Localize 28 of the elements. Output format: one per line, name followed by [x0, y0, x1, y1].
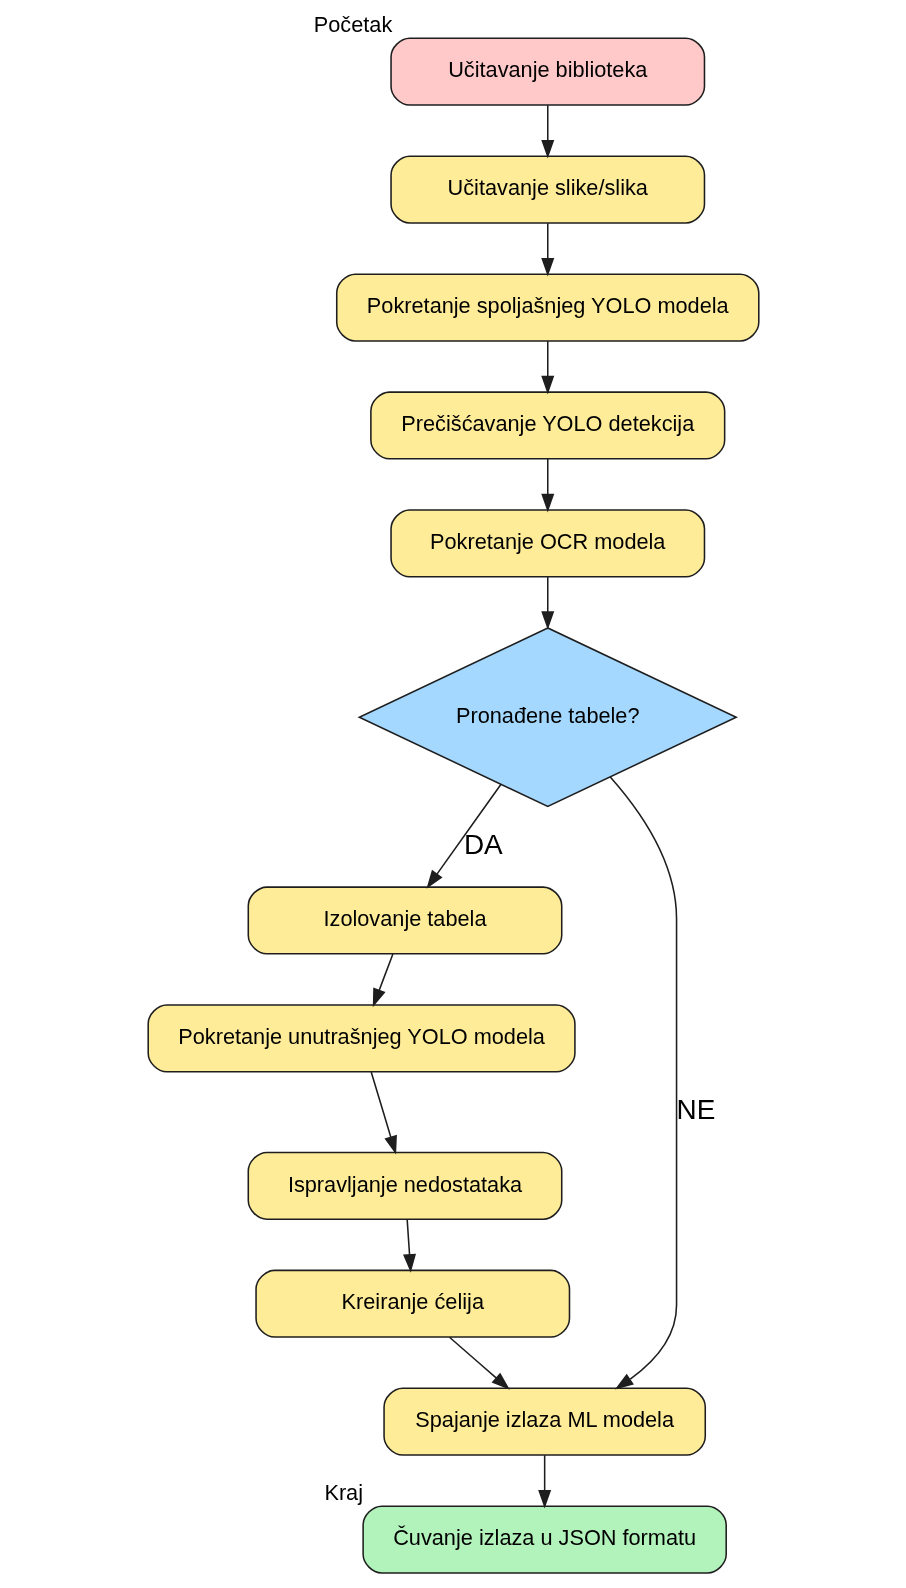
arrow	[425, 783, 502, 889]
edge-label: NE	[676, 1093, 715, 1125]
arrow	[609, 776, 677, 1390]
arrow	[540, 458, 554, 513]
arrow	[540, 576, 554, 630]
arrow	[448, 1336, 510, 1390]
arrow	[540, 340, 554, 395]
node-box: Učitavanje slike/slika	[389, 155, 705, 224]
node-box: Spajanje izlaza ML modela	[382, 1387, 706, 1456]
node-box: Čuvanje izlaza u JSON formatu	[361, 1505, 727, 1574]
node-box: Pokretanje spoljašnjeg YOLO modela	[335, 273, 760, 342]
arrow	[540, 104, 554, 159]
node-box: Prečišćavanje YOLO detekcija	[369, 391, 725, 460]
arrow	[369, 1071, 397, 1155]
node-box: Izolovanje tabela	[247, 886, 562, 955]
edge-label: DA	[463, 828, 503, 860]
node-box: Učitavanje biblioteka	[389, 37, 705, 106]
node-label: Kraj	[323, 1480, 363, 1506]
node-box: Pokretanje OCR modela	[389, 509, 705, 578]
node-diamond: Pronađene tabele?	[357, 627, 738, 808]
node-box: Ispravljanje nedostataka	[247, 1151, 562, 1220]
node-box: Pokretanje unutrašnjeg YOLO modela	[146, 1004, 576, 1073]
node-box: Kreiranje ćelija	[254, 1269, 570, 1338]
arrow	[537, 1454, 551, 1509]
arrow	[540, 222, 554, 277]
node-label: Početak	[313, 12, 392, 38]
arrow	[372, 953, 394, 1008]
arrow	[402, 1218, 416, 1273]
